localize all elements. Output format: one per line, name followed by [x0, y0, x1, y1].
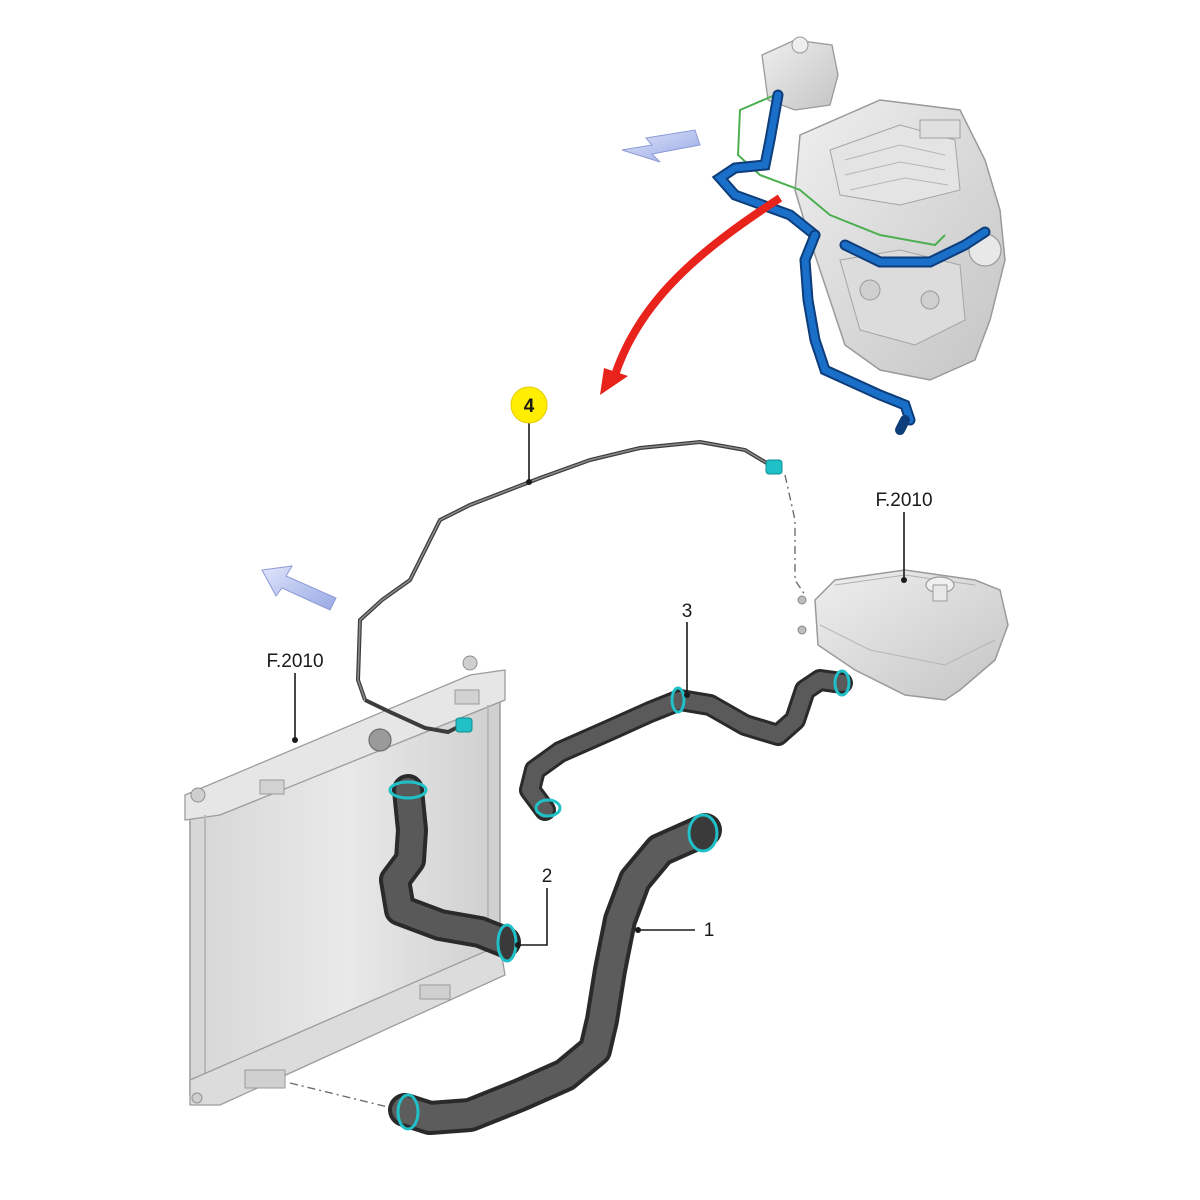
leader-lines	[294, 420, 905, 946]
flow-direction-arrow-icon	[261, 565, 337, 611]
leader-dot	[901, 577, 907, 583]
item-1-hose	[388, 813, 722, 1135]
radiator-reference-label: F.2010	[266, 651, 323, 672]
callout-3-label: 3	[682, 601, 693, 622]
leader-dot	[526, 479, 532, 485]
red-curved-arrow-icon	[600, 194, 783, 395]
engine-blue-hoses	[711, 89, 991, 435]
callout-4-label: 4	[524, 396, 535, 417]
connector-lines	[289, 474, 806, 1111]
flow-direction-arrow-icon	[621, 129, 701, 163]
item-4-vent-line	[355, 439, 783, 735]
leader-dot	[515, 942, 521, 948]
callout-1-label: 1	[704, 920, 715, 941]
item-3-hose	[519, 669, 853, 821]
leader-dot	[292, 737, 298, 743]
expansion-reservoir	[797, 569, 1009, 701]
engine-assembly	[794, 99, 1006, 381]
callout-4-highlight	[510, 386, 548, 424]
reservoir-reference-label: F.2010	[875, 490, 932, 511]
item-1-clamps	[396, 813, 719, 1131]
item-2-hose	[379, 774, 521, 958]
engine-green-line	[736, 94, 946, 247]
callout-2-label: 2	[542, 866, 553, 887]
leader-dot	[684, 692, 690, 698]
item-3-clamps	[534, 669, 851, 818]
leader-dot	[635, 927, 641, 933]
